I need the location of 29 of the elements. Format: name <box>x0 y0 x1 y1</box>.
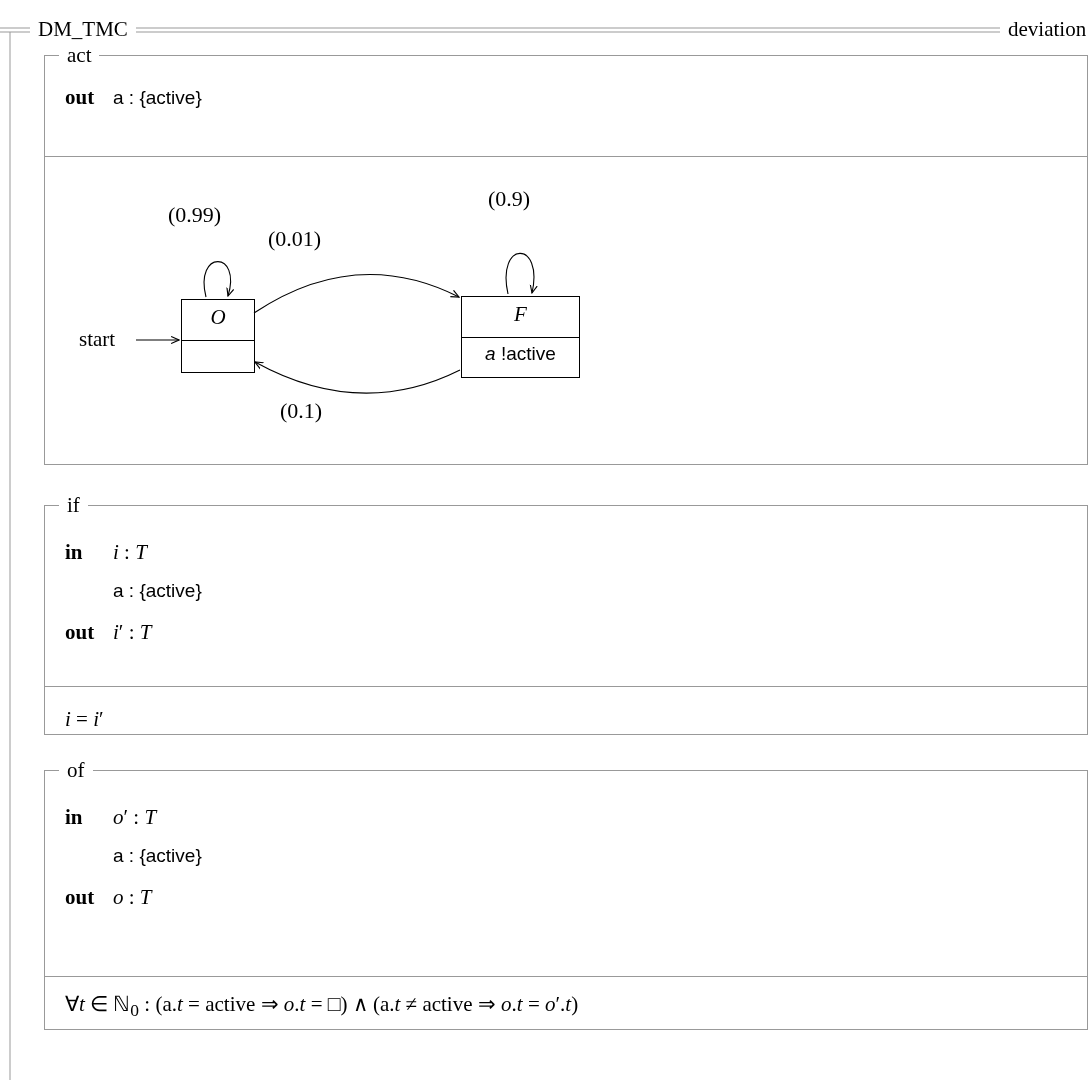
predicate: i = i′ <box>65 708 104 732</box>
arrow <box>254 361 461 394</box>
declaration: a : {active} <box>113 581 202 602</box>
declaration: i′ : T <box>113 621 152 645</box>
state-name: O <box>210 306 226 330</box>
arrow <box>253 273 460 314</box>
arrow <box>505 252 538 295</box>
edge-label: (0.01) <box>268 226 322 252</box>
declaration: o′ : T <box>113 806 157 830</box>
state-box <box>461 296 580 378</box>
declaration: a : {active} <box>113 846 202 867</box>
state-action: a !active <box>485 344 556 365</box>
arrow <box>203 261 234 298</box>
edge-label: (0.99) <box>168 202 222 228</box>
state-name: F <box>514 303 527 327</box>
keyword: in <box>65 541 83 565</box>
keyword: out <box>65 886 95 910</box>
predicate: ∀t ∈ ℕ$_{0}$ : (a.t = active ⇒ o.t = □) ∧ (a.t ≠ active ⇒ o.t = o′.t) <box>65 993 579 1021</box>
keyword: out <box>65 86 95 110</box>
start-label: start <box>79 328 116 352</box>
edge-label: (0.9) <box>488 186 531 212</box>
declaration: o : T <box>113 886 152 910</box>
edge-label: (0.1) <box>280 398 323 424</box>
state-box <box>181 299 255 373</box>
declaration: a : {active} <box>113 88 202 109</box>
arrow <box>135 335 180 345</box>
declaration: i : T <box>113 541 147 565</box>
keyword: out <box>65 621 95 645</box>
keyword: in <box>65 806 83 830</box>
